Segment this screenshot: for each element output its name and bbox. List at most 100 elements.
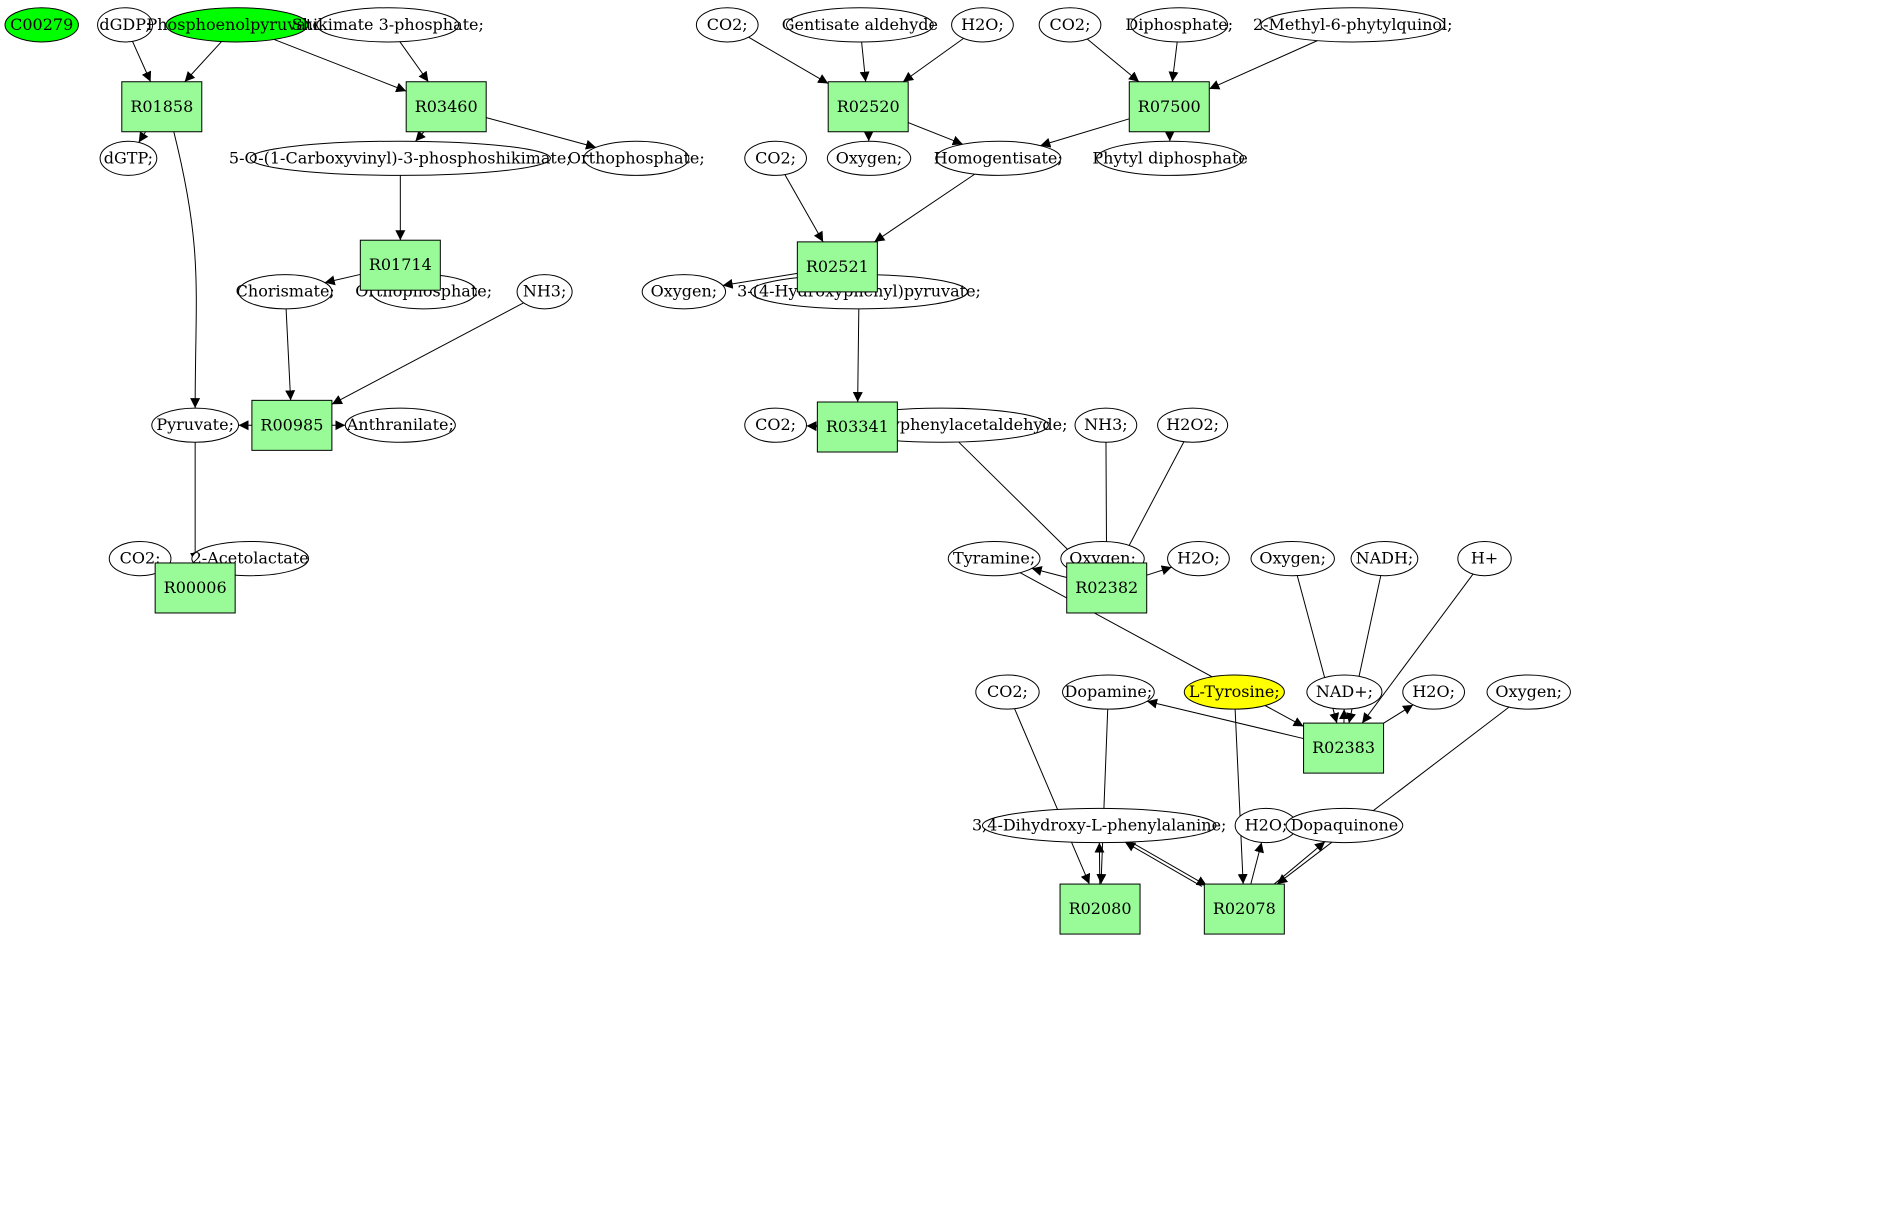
compound-node-chorismate[interactable]: Chorismate; — [236, 274, 335, 310]
reaction-node-r02521[interactable]: R02521 — [796, 241, 878, 293]
compound-node-co2f[interactable]: CO2; — [975, 674, 1040, 710]
compound-node-dopaquinone[interactable]: Dopaquinone — [1285, 807, 1404, 844]
edge-r02078-to-h2oe — [1250, 842, 1264, 885]
reaction-node-r02080[interactable]: R02080 — [1059, 883, 1141, 935]
compound-node-oxy1[interactable]: Oxygen; — [826, 140, 912, 176]
reaction-node-r02520[interactable]: R02520 — [827, 81, 909, 133]
edge-dgdp-to-r01858 — [132, 41, 152, 82]
compound-label: 3,4-Dihydroxy-L-phenylalanine; — [972, 815, 1226, 834]
compound-node-nadh[interactable]: NADH; — [1350, 541, 1419, 577]
compound-node-h2oe[interactable]: H2O; — [1234, 807, 1298, 844]
reaction-node-r01858[interactable]: R01858 — [121, 81, 203, 133]
compound-node-pyruvate[interactable]: Pyruvate; — [151, 407, 240, 443]
compound-label: C00279 — [10, 15, 73, 34]
reaction-node-r02383[interactable]: R02383 — [1303, 722, 1385, 774]
compound-node-co2b[interactable]: CO2; — [695, 7, 759, 43]
compound-ellipse — [1038, 7, 1102, 43]
compound-ellipse — [1350, 541, 1419, 577]
compound-ellipse — [516, 274, 573, 310]
reaction-node-r03460[interactable]: R03460 — [405, 81, 487, 133]
reaction-node-r01714[interactable]: R01714 — [359, 239, 441, 291]
compound-node-oxy2[interactable]: Oxygen; — [641, 274, 727, 310]
edge-ltyrosine-to-r02078 — [1234, 709, 1248, 885]
compound-node-h2oc[interactable]: H2O; — [1167, 541, 1230, 577]
compound-node-c00279[interactable]: C00279 — [4, 7, 79, 43]
reaction-box — [251, 399, 333, 451]
compound-node-co2d[interactable]: CO2; — [744, 140, 807, 176]
compound-node-diphosphate[interactable]: Diphosphate; — [1125, 7, 1233, 43]
compound-node-orthop1[interactable]: Orthophosphate; — [568, 140, 705, 176]
compound-node-dgtp[interactable]: dGTP; — [99, 140, 158, 176]
compound-ellipse — [583, 140, 690, 176]
reaction-label: R01714 — [369, 255, 432, 274]
compound-node-co2e[interactable]: CO2; — [744, 407, 807, 443]
reaction-node-r07500[interactable]: R07500 — [1128, 81, 1210, 133]
compound-ellipse — [1285, 807, 1404, 844]
compound-ellipse — [1074, 407, 1138, 443]
compound-node-shik3p[interactable]: Shikimate 3-phosphate; — [292, 7, 484, 43]
compound-node-gentisald[interactable]: Gentisate aldehyde — [782, 7, 938, 43]
compound-node-nh3a[interactable]: NH3; — [516, 274, 573, 310]
compound-ellipse — [695, 7, 759, 43]
compound-label: H2O; — [1245, 815, 1288, 834]
compound-node-phytyldp[interactable]: Phytyl diphosphate — [1092, 140, 1248, 176]
reaction-node-r00985[interactable]: R00985 — [251, 399, 333, 451]
compound-label: H2O; — [1177, 549, 1220, 568]
reaction-box — [1203, 883, 1285, 935]
compound-node-anthranilate[interactable]: Anthranilate; — [344, 407, 456, 443]
reaction-node-r03341[interactable]: R03341 — [816, 401, 898, 453]
edge-oxy5-to-r02078 — [1276, 706, 1510, 885]
compound-label: Gentisate aldehyde — [782, 15, 938, 34]
edge-gentisald-to-r02520 — [859, 41, 870, 82]
edge-co2b-to-r02520 — [748, 36, 829, 84]
compound-label: Dopaquinone — [1291, 815, 1399, 834]
edge-r02520-to-homogentisate — [908, 122, 963, 146]
compound-node-h2o2[interactable]: H2O2; — [1157, 407, 1229, 443]
compound-node-pep[interactable]: Phosphoenolpyruvate; — [146, 7, 327, 43]
compound-node-hplus[interactable]: H+ — [1457, 541, 1512, 577]
edge-chorismate-to-r00985 — [285, 308, 296, 401]
compound-node-co2c[interactable]: CO2; — [1038, 7, 1102, 43]
compound-node-homogentisate[interactable]: Homogentisate; — [934, 140, 1063, 176]
reaction-box — [405, 81, 487, 133]
compound-node-oxy5[interactable]: Oxygen; — [1486, 674, 1571, 710]
reaction-box — [796, 241, 878, 293]
edge-r02383-to-h2od — [1383, 704, 1414, 724]
compound-node-dopa[interactable]: 3,4-Dihydroxy-L-phenylalanine; — [972, 807, 1226, 844]
edge-r03460-to-ecvps — [415, 130, 426, 142]
compound-ellipse — [981, 807, 1217, 844]
compound-label: L-Tyrosine; — [1189, 682, 1280, 701]
compound-ellipse — [1486, 674, 1571, 710]
compound-node-dopamine[interactable]: Dopamine; — [1062, 674, 1155, 710]
edge-co2c-to-r07500 — [1086, 38, 1140, 83]
edge-h2o2-to-r02382 — [1119, 441, 1185, 564]
reaction-label: R03460 — [415, 97, 478, 116]
compound-ellipse — [97, 7, 154, 43]
compound-node-ltyrosine[interactable]: L-Tyrosine; — [1183, 674, 1285, 710]
edge-mpq-to-r07500 — [1209, 40, 1318, 90]
compound-label: Oxygen; — [836, 148, 903, 167]
compound-node-nh3b[interactable]: NH3; — [1074, 407, 1138, 443]
reaction-box — [359, 239, 441, 291]
compound-label: Oxygen; — [651, 282, 718, 301]
reaction-node-r00006[interactable]: R00006 — [154, 562, 236, 614]
reaction-label: R02080 — [1069, 899, 1132, 918]
compound-node-dgdp[interactable]: dGDP; — [97, 7, 154, 43]
compound-label: dGTP; — [104, 148, 153, 167]
compound-node-oxy4[interactable]: Oxygen; — [1250, 541, 1335, 577]
reaction-node-r02078[interactable]: R02078 — [1203, 883, 1285, 935]
compound-ellipse — [1130, 7, 1229, 43]
compound-node-h2od[interactable]: H2O; — [1402, 674, 1466, 710]
compound-node-mpq[interactable]: 2-Methyl-6-phytylquinol; — [1253, 7, 1453, 43]
compound-ellipse — [935, 140, 1062, 176]
edge-r02383-to-dopamine — [1146, 698, 1304, 740]
compound-node-h2ob[interactable]: H2O; — [951, 7, 1014, 43]
compound-node-tyramine[interactable]: Tyramine; — [947, 541, 1041, 577]
compound-node-nadplus[interactable]: NAD+; — [1306, 674, 1383, 710]
compound-ellipse — [1096, 140, 1244, 176]
reaction-node-r02382[interactable]: R02382 — [1066, 562, 1148, 614]
compound-node-ecvps[interactable]: 5-O-(1-Carboxyvinyl)-3-phosphoshikimate; — [229, 140, 572, 176]
compound-label: H2O; — [961, 15, 1004, 34]
reaction-label: R02383 — [1312, 738, 1375, 757]
reaction-box — [1059, 883, 1141, 935]
